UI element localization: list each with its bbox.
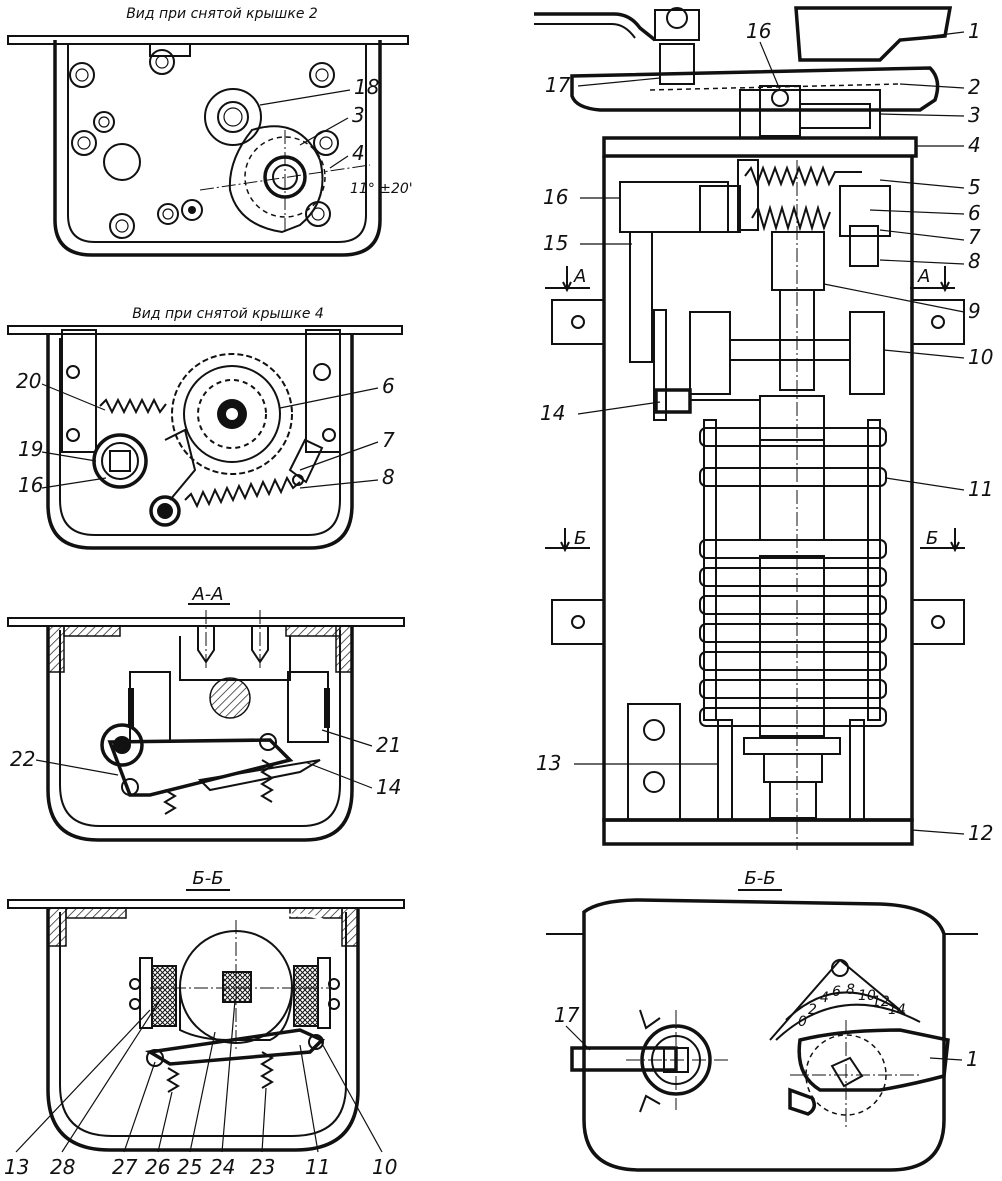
svg-text:1: 1 (968, 19, 981, 43)
svg-text:13: 13 (4, 1155, 29, 1179)
svg-text:6: 6 (968, 201, 981, 225)
shaft-aa (209, 677, 251, 719)
svg-text:27: 27 (112, 1155, 138, 1179)
svg-text:1: 1 (966, 1047, 979, 1071)
svg-text:23: 23 (250, 1155, 275, 1179)
lever-11 (144, 1028, 326, 1066)
section-bb-left-title: Б-Б (192, 868, 223, 889)
cam-3 (228, 125, 324, 234)
svg-text:21: 21 (376, 733, 401, 757)
knob-1 (794, 6, 953, 62)
svg-text:3: 3 (968, 103, 981, 127)
spring-5 (744, 165, 862, 187)
svg-text:17: 17 (545, 73, 571, 97)
svg-text:14: 14 (888, 1002, 906, 1018)
svg-text:4: 4 (820, 990, 829, 1006)
svg-text:Б: Б (574, 528, 586, 549)
svg-text:0: 0 (798, 1014, 807, 1030)
svg-text:А: А (573, 266, 586, 287)
svg-text:16: 16 (543, 185, 568, 209)
svg-text:12: 12 (872, 994, 890, 1010)
svg-text:4: 4 (352, 141, 365, 165)
spring-20 (99, 397, 167, 415)
cover4-caption: Вид при снятой крышке 4 (132, 306, 324, 322)
svg-text:15: 15 (543, 231, 568, 255)
knob-1-front (797, 1028, 950, 1092)
svg-text:19: 19 (18, 437, 43, 461)
spring-7 (751, 204, 831, 232)
svg-text:7: 7 (382, 428, 395, 452)
svg-text:22: 22 (10, 747, 35, 771)
svg-text:5: 5 (968, 175, 981, 199)
view-section-aa: А-А 22 21 14 (7, 584, 405, 842)
svg-text:4: 4 (968, 133, 981, 157)
contact-28 (151, 965, 177, 1027)
part-18 (204, 88, 262, 146)
svg-text:10: 10 (968, 345, 993, 369)
view-cover-2: Вид при снятой крышке 2 (7, 6, 413, 257)
svg-text:3: 3 (352, 103, 365, 127)
svg-text:24: 24 (210, 1155, 235, 1179)
svg-text:14: 14 (540, 401, 565, 425)
plate-4 (602, 136, 918, 158)
svg-text:10: 10 (858, 988, 876, 1004)
svg-text:8: 8 (846, 982, 855, 998)
svg-text:16: 16 (746, 19, 771, 43)
view-section-bb-right: Б-Б 0 2 4 6 8 10 12 14 17 1 (546, 868, 979, 1172)
svg-text:11: 11 (968, 477, 993, 501)
gear-6 (171, 353, 293, 475)
svg-text:6: 6 (382, 374, 395, 398)
svg-text:26: 26 (145, 1155, 170, 1179)
handle-17-front (570, 1046, 678, 1072)
handle-17 (534, 12, 657, 42)
svg-text:8: 8 (382, 465, 395, 489)
svg-text:12: 12 (968, 821, 993, 845)
svg-text:16: 16 (18, 473, 43, 497)
svg-text:2: 2 (808, 1002, 817, 1018)
section-aa-title: А-А (191, 584, 223, 605)
svg-text:6: 6 (832, 984, 841, 1000)
section-bb-right-title: Б-Б (744, 868, 775, 889)
main-elevation: А А Б Б (534, 6, 993, 850)
shaft-24 (222, 971, 252, 1003)
cover2-caption: Вид при снятой крышке 2 (126, 6, 318, 22)
bracket-16 (619, 181, 729, 233)
svg-text:2: 2 (968, 75, 981, 99)
shaft-9 (771, 231, 825, 291)
svg-text:25: 25 (177, 1155, 202, 1179)
svg-text:9: 9 (968, 299, 981, 323)
svg-text:20: 20 (16, 369, 41, 393)
svg-text:13: 13 (536, 751, 561, 775)
mounting-ears (551, 299, 965, 821)
svg-text:18: 18 (354, 75, 379, 99)
svg-text:Б: Б (926, 528, 938, 549)
svg-text:28: 28 (50, 1155, 75, 1179)
spring-7-8 (184, 475, 301, 509)
svg-text:17: 17 (554, 1003, 580, 1027)
contact-stack (699, 395, 887, 819)
view-cover-4: Вид при снятой крышке 4 20 6 19 7 (7, 306, 403, 550)
svg-text:7: 7 (968, 225, 981, 249)
svg-text:14: 14 (376, 775, 401, 799)
base-12 (602, 818, 914, 846)
mounting-holes (69, 49, 339, 239)
svg-text:8: 8 (968, 249, 981, 273)
svg-text:А: А (917, 266, 930, 287)
angle-note: 11° ±20' (350, 181, 413, 197)
front-cover (582, 898, 946, 1172)
cover-2 (570, 66, 940, 112)
svg-text:11: 11 (305, 1155, 330, 1179)
view-section-bb-left: Б-Б 13 28 27 26 25 24 (4, 868, 405, 1179)
svg-text:10: 10 (372, 1155, 397, 1179)
